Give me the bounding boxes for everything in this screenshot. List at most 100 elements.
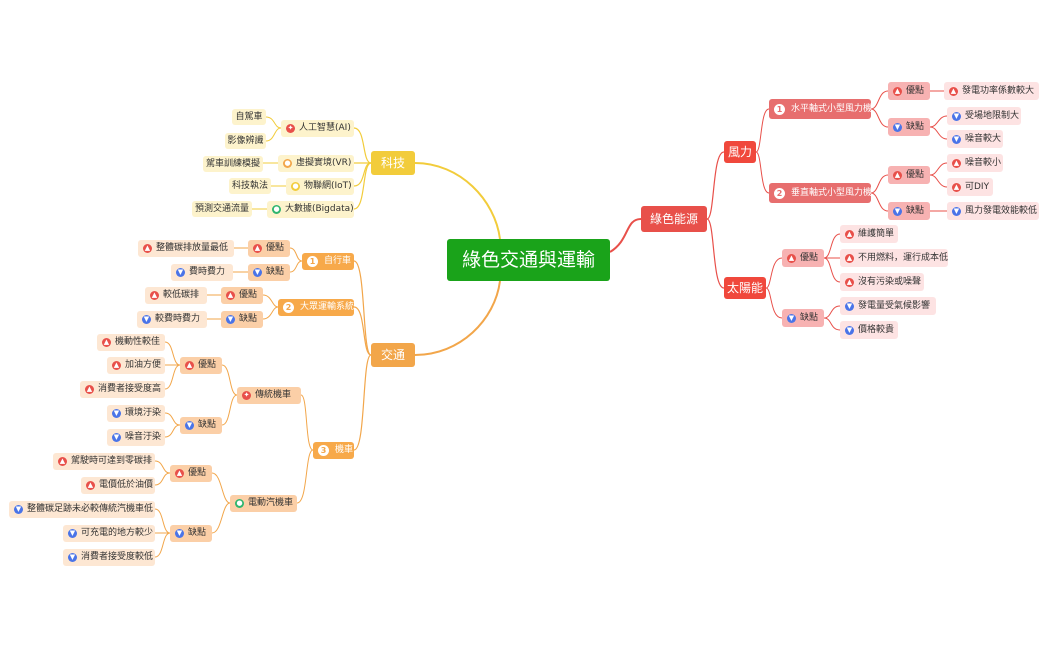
thumbs-down-icon: ▼ — [226, 315, 235, 324]
vertical-pro-1[interactable]: ▲ 噪音較小 — [947, 154, 1003, 172]
tech-to-iot-line — [353, 162, 372, 187]
traditional-to-cons-line — [221, 394, 238, 426]
traditional-pro-3[interactable]: ▲ 消費者接受度高 — [80, 381, 165, 398]
mass-cons[interactable]: ▼ 缺點 — [221, 311, 263, 328]
tech-vr[interactable]: ● 虛擬實境(VR) — [278, 155, 354, 172]
horizontal-cons[interactable]: ▼ 缺點 — [888, 118, 930, 136]
tech-vr-item-1[interactable]: 駕車訓練模擬 — [203, 156, 263, 172]
horizontal-pro-1[interactable]: ▲ 發電功率係數較大 — [944, 82, 1039, 100]
topic-motorcycle[interactable]: 3 機車 — [313, 442, 354, 459]
traditional-pros-to-item3-line — [164, 364, 181, 390]
electric-con-1[interactable]: ▼ 整體碳足跡未必較傳統汽機車低 — [9, 501, 155, 518]
label: 維護簡單 — [858, 228, 895, 239]
topic-vertical-turbine[interactable]: 2 垂直軸式小型風力機 — [769, 183, 872, 203]
topic-green-energy[interactable]: 綠色能源 — [641, 206, 707, 232]
tech-iot[interactable]: ● 物聯網(IoT) — [286, 178, 354, 195]
thumbs-down-icon: ▼ — [253, 268, 262, 277]
label: 電價低於油價 — [99, 480, 154, 490]
root-topic[interactable]: 綠色交通與運輸 — [447, 239, 610, 281]
traffic-to-bike-line — [353, 260, 372, 356]
moto-to-traditional-line — [300, 394, 314, 451]
vertical-pros[interactable]: ▲ 優點 — [888, 166, 930, 184]
tech-bigdata-item-1[interactable]: 預測交通流量 — [192, 201, 252, 217]
vertical-pro-2[interactable]: ▲ 可DIY — [947, 178, 993, 196]
solar-pro-2[interactable]: ▲ 不用燃料，運行成本低 — [840, 249, 948, 267]
solar-cons[interactable]: ▼ 缺點 — [782, 309, 824, 327]
topic-mass-transit[interactable]: 2 大眾運輸系統 — [278, 299, 354, 316]
label: 優點 — [906, 85, 925, 96]
ai-icon: ✦ — [286, 124, 295, 133]
ai-to-item2-line — [265, 127, 282, 142]
label: 消費者接受度較低 — [81, 552, 154, 562]
traditional-con-1[interactable]: ▼ 環境汙染 — [107, 405, 165, 422]
horizontal-con-1[interactable]: ▼ 受場地限制大 — [947, 107, 1021, 125]
traditional-pros[interactable]: ▲ 優點 — [180, 357, 222, 374]
bike-to-pros-line — [289, 247, 303, 262]
label: 消費者接受度高 — [98, 384, 162, 394]
mass-pro-1[interactable]: ▲ 較低碳排 — [145, 287, 207, 304]
electric-con-3[interactable]: ▼ 消費者接受度較低 — [63, 549, 155, 566]
electric-pro-2[interactable]: ▲ 電價低於油價 — [81, 477, 155, 494]
thumbs-up-icon: ▲ — [893, 86, 902, 96]
vertical-con-1[interactable]: ▼ 風力發電效能較低 — [947, 202, 1039, 220]
tech-bigdata[interactable]: ● 大數據(Bigdata) — [267, 201, 354, 218]
solar-con-2[interactable]: ▼ 價格較貴 — [840, 321, 898, 339]
tech-ai-item-2[interactable]: 影像辨識 — [225, 133, 266, 149]
electric-cons[interactable]: ▼ 缺點 — [170, 525, 212, 542]
label: 優點 — [266, 243, 285, 253]
thumbs-up-icon: ▲ — [58, 457, 67, 466]
vertical-to-pros-line — [870, 174, 889, 194]
traditional-cons[interactable]: ▼ 缺點 — [180, 417, 222, 434]
thumbs-up-icon: ▲ — [952, 182, 961, 192]
topic-bike[interactable]: 1 自行車 — [302, 253, 354, 270]
bike-con-1[interactable]: ▼ 費時費力 — [171, 264, 233, 281]
horizontal-con-2[interactable]: ▼ 噪音較大 — [947, 130, 1003, 148]
number-badge: 1 — [307, 256, 318, 267]
electric-pro-1[interactable]: ▲ 駕駛時可達到零碳排 — [53, 453, 155, 470]
topic-horizontal-turbine[interactable]: 1 水平軸式小型風力機 — [769, 99, 872, 119]
electric-pros[interactable]: ▲ 優點 — [170, 465, 212, 482]
electric-pros-to-item2-line — [154, 472, 171, 486]
traditional-con-2[interactable]: ▼ 噪音汙染 — [107, 429, 165, 446]
topic-traffic[interactable]: 交通 — [371, 343, 415, 367]
thumbs-up-icon: ▲ — [102, 338, 111, 347]
bike-cons[interactable]: ▼ 缺點 — [248, 264, 290, 281]
horizontal-pros[interactable]: ▲ 優點 — [888, 82, 930, 100]
topic-electric-vehicle[interactable]: ● 電動汽機車 — [230, 495, 297, 512]
solar-pros[interactable]: ▲ 優點 — [782, 249, 824, 267]
traditional-pro-2[interactable]: ▲ 加油方便 — [107, 357, 165, 374]
thumbs-up-icon: ▲ — [845, 253, 854, 263]
topic-solar[interactable]: 太陽能 — [724, 277, 766, 299]
solar-con-1[interactable]: ▼ 發電量受氣候影響 — [840, 297, 936, 315]
vertical-cons[interactable]: ▼ 缺點 — [888, 202, 930, 220]
tech-to-bigdata-line — [353, 162, 372, 210]
label: 較低碳排 — [163, 290, 200, 300]
number-badge: 2 — [774, 187, 785, 199]
topic-tech[interactable]: 科技 — [371, 151, 415, 175]
bike-pros[interactable]: ▲ 優點 — [248, 240, 290, 257]
energy-to-wind-line — [706, 151, 725, 220]
tech-iot-item-1[interactable]: 科技執法 — [229, 178, 271, 194]
topic-wind[interactable]: 風力 — [724, 141, 756, 163]
traditional-pro-1[interactable]: ▲ 機動性較佳 — [97, 334, 165, 351]
thumbs-up-icon: ▲ — [143, 244, 152, 253]
electric-con-2[interactable]: ▼ 可充電的地方較少 — [63, 525, 155, 542]
thumbs-down-icon: ▼ — [893, 206, 902, 216]
topic-label: 機車 — [335, 445, 354, 455]
energy-to-solar-line — [706, 218, 725, 289]
topic-traditional-motorcycle[interactable]: ✦ 傳統機車 — [237, 387, 301, 404]
tech-ai-item-1[interactable]: 自駕車 — [232, 109, 266, 125]
tech-ai[interactable]: ✦ 人工智慧(AI) — [281, 120, 354, 137]
solar-pro-3[interactable]: ▲ 沒有污染或噪聲 — [840, 273, 924, 291]
electric-to-pros-line — [211, 472, 231, 504]
solar-pro-1[interactable]: ▲ 維護簡單 — [840, 225, 898, 243]
thumbs-up-icon: ▲ — [845, 229, 854, 239]
ai-to-item1-line — [265, 116, 282, 129]
thumbs-down-icon: ▼ — [68, 529, 77, 538]
traditional-to-pros-line — [221, 364, 238, 396]
bike-pro-1[interactable]: ▲ 整體碳排放量最低 — [138, 240, 234, 257]
mass-con-1[interactable]: ▼ 較費時費力 — [137, 311, 207, 328]
mass-pros[interactable]: ▲ 優點 — [221, 287, 263, 304]
thumbs-up-icon: ▲ — [150, 291, 159, 300]
